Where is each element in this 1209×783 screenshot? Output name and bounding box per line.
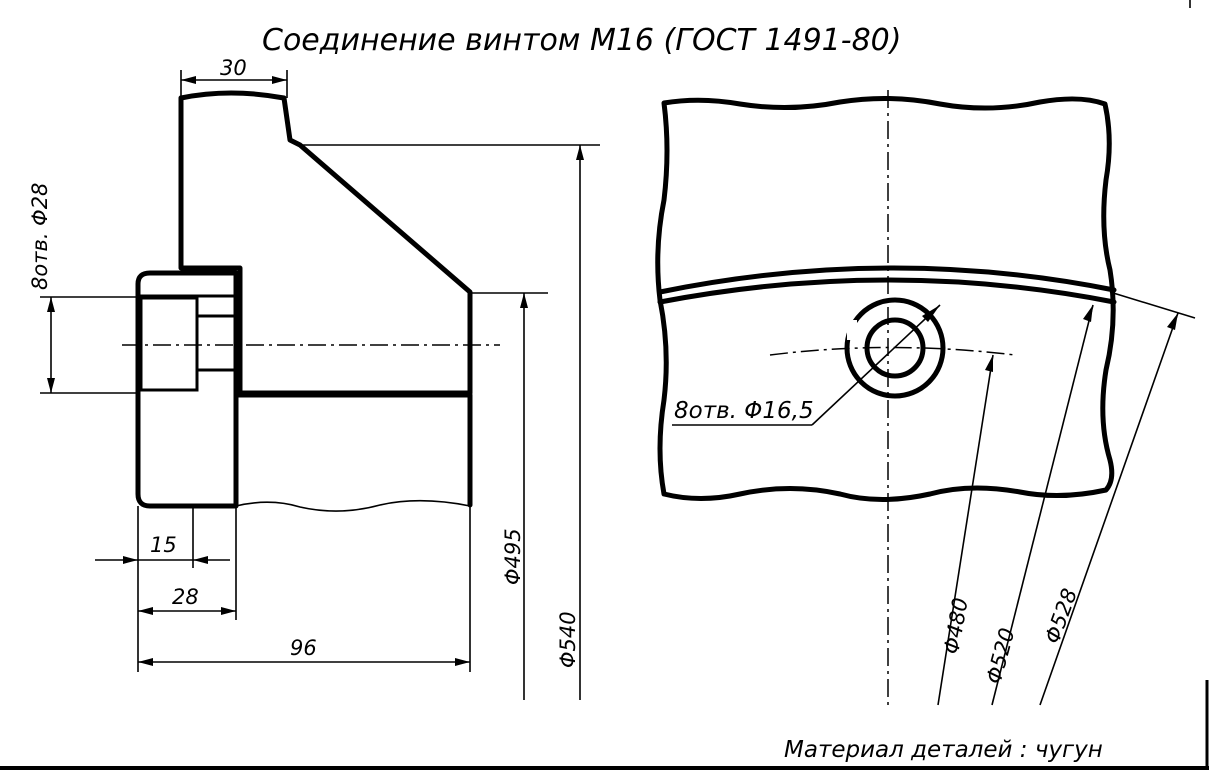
dim-96-label: 96: [290, 636, 317, 660]
arrow: [455, 658, 470, 666]
arrow: [221, 607, 236, 615]
holes-phi28-label: 8отв. Φ28: [28, 183, 52, 290]
dia480-line: [937, 354, 994, 706]
dia-528-label: Φ528: [1040, 585, 1082, 646]
dia-540-label: Φ540: [556, 611, 580, 668]
body-lower: [233, 392, 473, 508]
arrow: [138, 607, 153, 615]
arrow: [576, 145, 584, 160]
dim-15-label: 15: [150, 533, 177, 557]
plan-holes-label: 8отв. Φ16,5: [674, 398, 814, 424]
dia-520-label: Φ520: [982, 625, 1020, 686]
arrow: [123, 556, 138, 564]
dia-495-label: Φ495: [501, 528, 525, 585]
hole-inner-circle: [864, 317, 926, 379]
hole-outer-circle: [844, 297, 946, 399]
flange-hole: [139, 296, 199, 392]
arrow: [272, 76, 287, 84]
arrow: [1167, 313, 1178, 330]
dim-28-label: 28: [172, 585, 199, 609]
plan-view: 8отв. Φ16,5 Φ480 Φ520 Φ528: [655, 90, 1196, 706]
dim-30-label: 30: [220, 56, 247, 80]
dia-480-label: Φ480: [939, 596, 972, 656]
hole-leader: [811, 304, 941, 426]
arrow: [181, 76, 196, 84]
section-view: 30 8отв. Φ28 15 28 96 Φ495: [28, 56, 600, 700]
arrow: [922, 305, 940, 322]
arrow: [47, 378, 55, 393]
drawing-title: Соединение винтом М16 (ГОСТ 1491-80): [262, 23, 901, 58]
screw-hole: [194, 314, 242, 372]
arrow: [1083, 305, 1093, 322]
arrow: [985, 355, 993, 372]
arrow: [138, 658, 153, 666]
break-line: [235, 499, 471, 512]
dia520-line: [991, 304, 1094, 706]
material-note: Материал деталей : чугун: [784, 737, 1103, 763]
arrow: [47, 297, 55, 312]
dia528-line: [1039, 312, 1179, 706]
hole-break: [847, 320, 857, 340]
dia528-ext: [1109, 291, 1196, 319]
plan-outline: [655, 95, 1116, 502]
arrow: [520, 293, 528, 308]
